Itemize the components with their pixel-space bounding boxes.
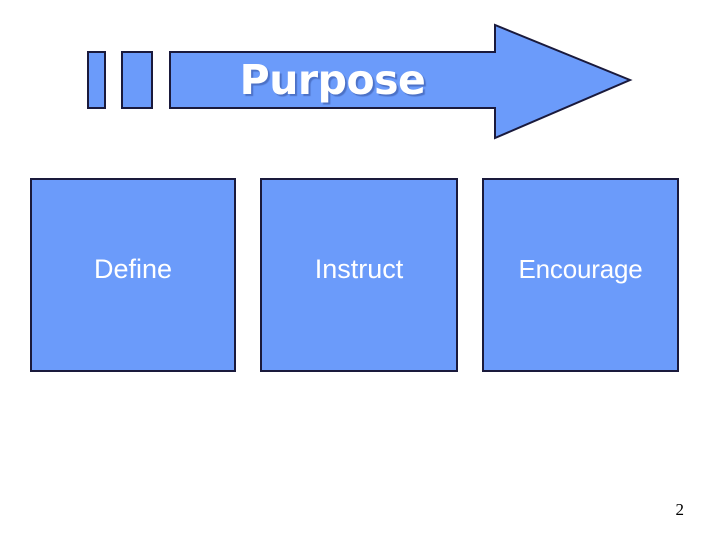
arrow-shape <box>169 23 633 140</box>
banner-tick-bar-2 <box>121 51 153 109</box>
pillar-label-encourage: Encourage <box>518 254 643 284</box>
arrow-banner: Purpose <box>0 0 720 160</box>
pillar-box-encourage[interactable]: Encourage <box>482 178 679 372</box>
pillar-box-define[interactable]: Define <box>30 178 236 372</box>
pillar-label-define: Define <box>93 254 173 284</box>
pillar-box-instruct[interactable]: Instruct <box>260 178 458 372</box>
page-number: 2 <box>675 500 685 519</box>
right-arrow-banner-icon <box>87 23 633 140</box>
banner-tick-bar-1 <box>87 51 106 109</box>
page-title: Purpose <box>239 55 426 104</box>
pillar-label-instruct: Instruct <box>314 254 404 284</box>
